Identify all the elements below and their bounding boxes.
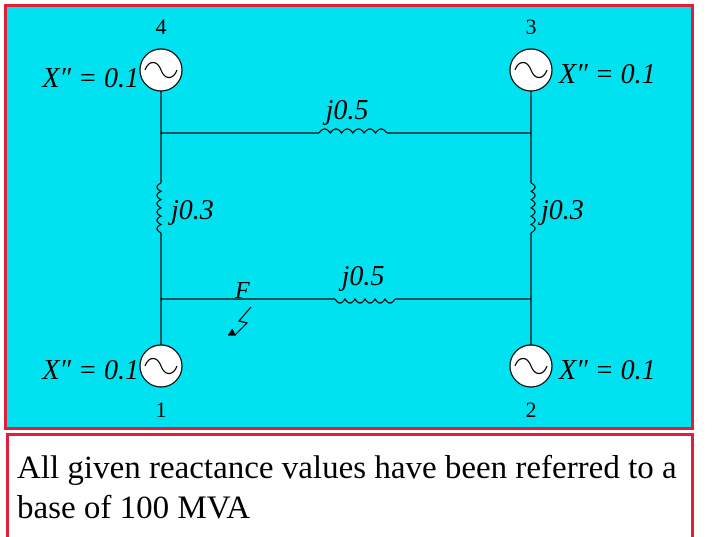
note-text: All given reactance values have been ref… (17, 450, 677, 526)
fault-icon (228, 306, 252, 336)
line-bottom-label: j0.5 (339, 261, 385, 292)
generator-2-number: 2 (526, 397, 537, 422)
inductor-top (318, 128, 388, 135)
inductor-left (156, 182, 163, 234)
line-top-label: j0.5 (323, 95, 369, 126)
generator-3-reactance: X″ = 0.1 (558, 59, 656, 90)
inductor-right (529, 182, 536, 234)
generator-4-icon (139, 48, 183, 92)
generator-1-icon (139, 344, 183, 388)
generator-4-number: 4 (156, 14, 167, 39)
diagram-canvas: 4 3 1 2 X″ = 0.1 X″ = 0.1 X″ = 0.1 X″ = … (41, 14, 656, 422)
generator-1-reactance: X″ = 0.1 (41, 355, 139, 386)
generator-3-number: 3 (526, 14, 537, 39)
power-system-diagram: 4 3 1 2 X″ = 0.1 X″ = 0.1 X″ = 0.1 X″ = … (4, 4, 694, 430)
note-box: All given reactance values have been ref… (6, 433, 694, 537)
generator-4-reactance: X″ = 0.1 (41, 63, 139, 94)
line-left-label: j0.3 (168, 195, 214, 226)
fault-label: F (234, 278, 250, 304)
inductor-bottom (334, 297, 396, 304)
generator-2-icon (509, 344, 553, 388)
generator-3-icon (509, 48, 553, 92)
line-right-label: j0.3 (538, 195, 584, 226)
generator-2-reactance: X″ = 0.1 (558, 355, 656, 386)
generator-1-number: 1 (156, 397, 167, 422)
